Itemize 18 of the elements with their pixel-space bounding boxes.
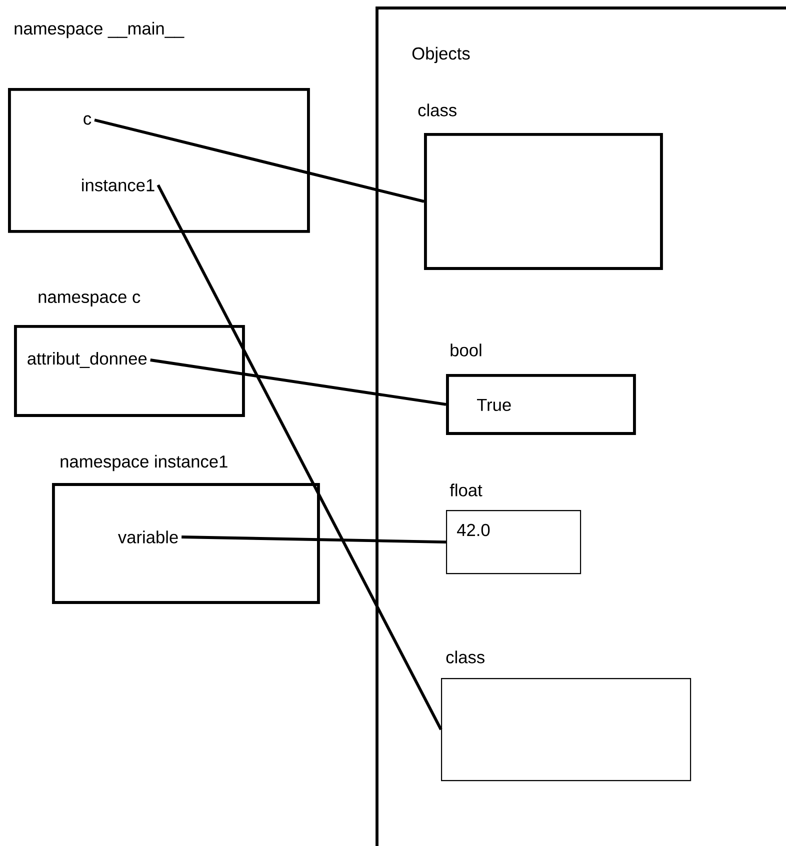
connector-line — [182, 536, 446, 544]
box-heading: namespace __main__ — [14, 22, 184, 38]
box-heading: float — [450, 484, 482, 496]
box-heading: bool — [450, 344, 482, 356]
connector-line — [156, 184, 442, 730]
variable-name: instance1 — [82, 178, 154, 192]
variable-name: c — [84, 115, 92, 125]
value-text: 42.0 — [457, 524, 490, 536]
connector-line — [150, 358, 446, 406]
value-text: True — [477, 398, 511, 412]
box-heading: class — [446, 650, 484, 664]
box-heading: Objects — [412, 46, 470, 64]
variable-name: variable — [118, 530, 178, 544]
box-heading: namespace instance1 — [60, 454, 228, 472]
connector-line — [94, 118, 424, 203]
variable-name: attribut_donnee — [28, 352, 147, 368]
box-heading: class — [418, 104, 456, 116]
box-heading: namespace c — [38, 294, 140, 306]
